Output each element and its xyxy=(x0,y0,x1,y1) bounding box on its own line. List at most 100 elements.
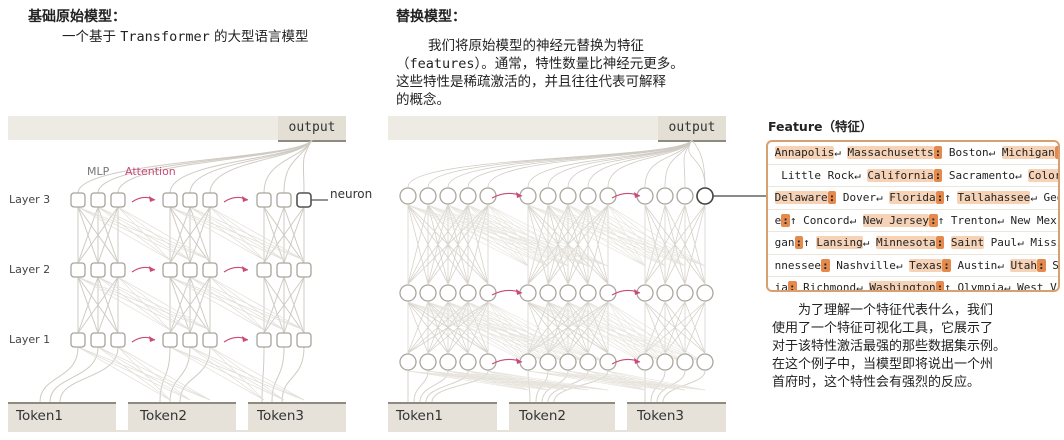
right-cross-connector xyxy=(447,370,529,391)
left-token-2: Token2 xyxy=(140,408,187,424)
right-output-connector xyxy=(427,140,693,188)
left-connector xyxy=(49,346,99,402)
right-connector xyxy=(587,204,609,285)
right-output-label: output xyxy=(668,120,716,135)
feature-node xyxy=(479,284,497,302)
explanation-line-5: 首府时，这个特性会有强烈的反应。 xyxy=(772,375,981,390)
right-cross-connector xyxy=(607,370,666,391)
feature-node xyxy=(599,353,617,371)
left-cross-connector xyxy=(117,206,191,261)
left-cross-connector xyxy=(209,276,285,331)
right-connector xyxy=(527,204,569,285)
left-output-connector xyxy=(263,140,313,194)
feature-example-row: e:↑ Concord↵ New Jersey:↑ Trenton↵ New M… xyxy=(768,210,1058,232)
mlp-neuron-node xyxy=(182,262,198,278)
right-connector xyxy=(407,301,429,354)
right-connector xyxy=(547,301,609,354)
left-token-gap-2 xyxy=(236,402,248,430)
left-connector xyxy=(169,206,191,264)
attention-arrowhead xyxy=(242,266,248,272)
highlighted-neuron xyxy=(296,192,312,208)
feature-node xyxy=(439,187,457,205)
mlp-neuron-node xyxy=(110,262,126,278)
left-cross-connector xyxy=(97,206,171,261)
feature-node xyxy=(599,187,617,205)
left-token-3: Token3 xyxy=(257,408,304,424)
feature-example-row: nnessee: Nashville↵ Texas: Austin↵ Utah:… xyxy=(768,255,1058,277)
attention-arrowhead xyxy=(149,266,155,272)
left-layer-1-label: Layer 1 xyxy=(9,333,51,346)
right-cross-connector xyxy=(467,204,529,267)
left-cross-connector xyxy=(189,276,265,331)
left-connector xyxy=(77,206,99,264)
right-connector xyxy=(644,204,666,285)
left-cross-connector xyxy=(189,346,265,401)
right-output-connector xyxy=(487,140,693,188)
left-output-connector xyxy=(189,140,313,194)
right-output-connector xyxy=(587,140,693,188)
mlp-neuron-node xyxy=(202,332,218,348)
feature-node xyxy=(419,187,437,205)
feature-node xyxy=(676,353,694,371)
feature-node xyxy=(459,284,477,302)
right-cross-connector xyxy=(607,301,686,364)
mlp-neuron-node xyxy=(162,332,178,348)
right-connector xyxy=(407,301,469,354)
feature-example-row: Delaware: Dover↵ Florida:↑ Tallahassee↵ … xyxy=(768,187,1058,210)
right-connector xyxy=(467,204,489,285)
left-output-label: output xyxy=(288,120,336,135)
left-network-diagram xyxy=(39,140,328,402)
left-token-bar xyxy=(8,402,346,432)
feature-explanation: 为了理解一个特征代表什么，我们 使用了一个特征可视化工具，它展示了 对于该特性激… xyxy=(772,302,1062,392)
right-connector xyxy=(644,301,706,354)
mlp-neuron-node xyxy=(202,262,218,278)
left-output-connector xyxy=(302,140,313,194)
feature-node xyxy=(399,353,417,371)
right-connector xyxy=(644,204,706,285)
feature-example-row: Little Rock↵ California: Sacramento↵ Col… xyxy=(768,165,1058,187)
right-cross-connector xyxy=(607,301,666,364)
left-cross-connector xyxy=(97,346,171,401)
left-output-connector xyxy=(283,140,313,194)
neuron-label: neuron xyxy=(330,187,373,201)
right-cross-connector xyxy=(567,370,646,391)
right-cross-connector xyxy=(607,370,706,391)
left-cross-connector xyxy=(117,276,211,331)
explanation-line-3: 对于该特性激活最强的那些数据集示例。 xyxy=(772,339,1007,354)
attention-arrowhead xyxy=(149,196,155,202)
feature-example-row: Annapolis↵ Massachusetts: Boston↵ Michig… xyxy=(768,142,1058,165)
right-cross-connector xyxy=(487,204,609,267)
left-cross-connector xyxy=(117,346,171,401)
left-cross-connector xyxy=(209,206,285,261)
right-output-box: output xyxy=(658,116,726,142)
desc-transformer: Transformer xyxy=(120,29,210,45)
left-cross-connector xyxy=(117,206,211,261)
right-connector xyxy=(527,301,589,354)
right-output-connector xyxy=(664,140,693,188)
left-connector xyxy=(169,276,191,334)
right-cross-connector xyxy=(587,204,646,267)
right-cross-connector xyxy=(607,301,646,364)
attention-arrowhead xyxy=(516,289,522,295)
right-connector xyxy=(644,301,686,354)
right-cross-connector xyxy=(487,301,609,364)
mlp-neuron-node xyxy=(70,332,86,348)
feature-node xyxy=(519,187,537,205)
left-cross-connector xyxy=(77,206,171,261)
right-cross-connector xyxy=(527,301,646,364)
right-cross-connector xyxy=(607,370,686,391)
feature-node xyxy=(696,353,714,371)
left-cross-connector xyxy=(117,346,211,401)
left-connector xyxy=(283,206,305,264)
attention-arrowhead xyxy=(634,358,640,364)
right-cross-connector xyxy=(547,204,646,267)
left-output-connector xyxy=(117,140,313,194)
mlp-neuron-node xyxy=(70,192,86,208)
explanation-line-2: 使用了一个特征可视化工具，它展示了 xyxy=(772,321,994,336)
left-connector xyxy=(159,346,171,402)
mlp-neuron-node xyxy=(70,262,86,278)
feature-node xyxy=(479,187,497,205)
feature-node xyxy=(539,187,557,205)
left-cross-connector xyxy=(117,206,171,261)
right-cross-connector xyxy=(407,301,529,364)
